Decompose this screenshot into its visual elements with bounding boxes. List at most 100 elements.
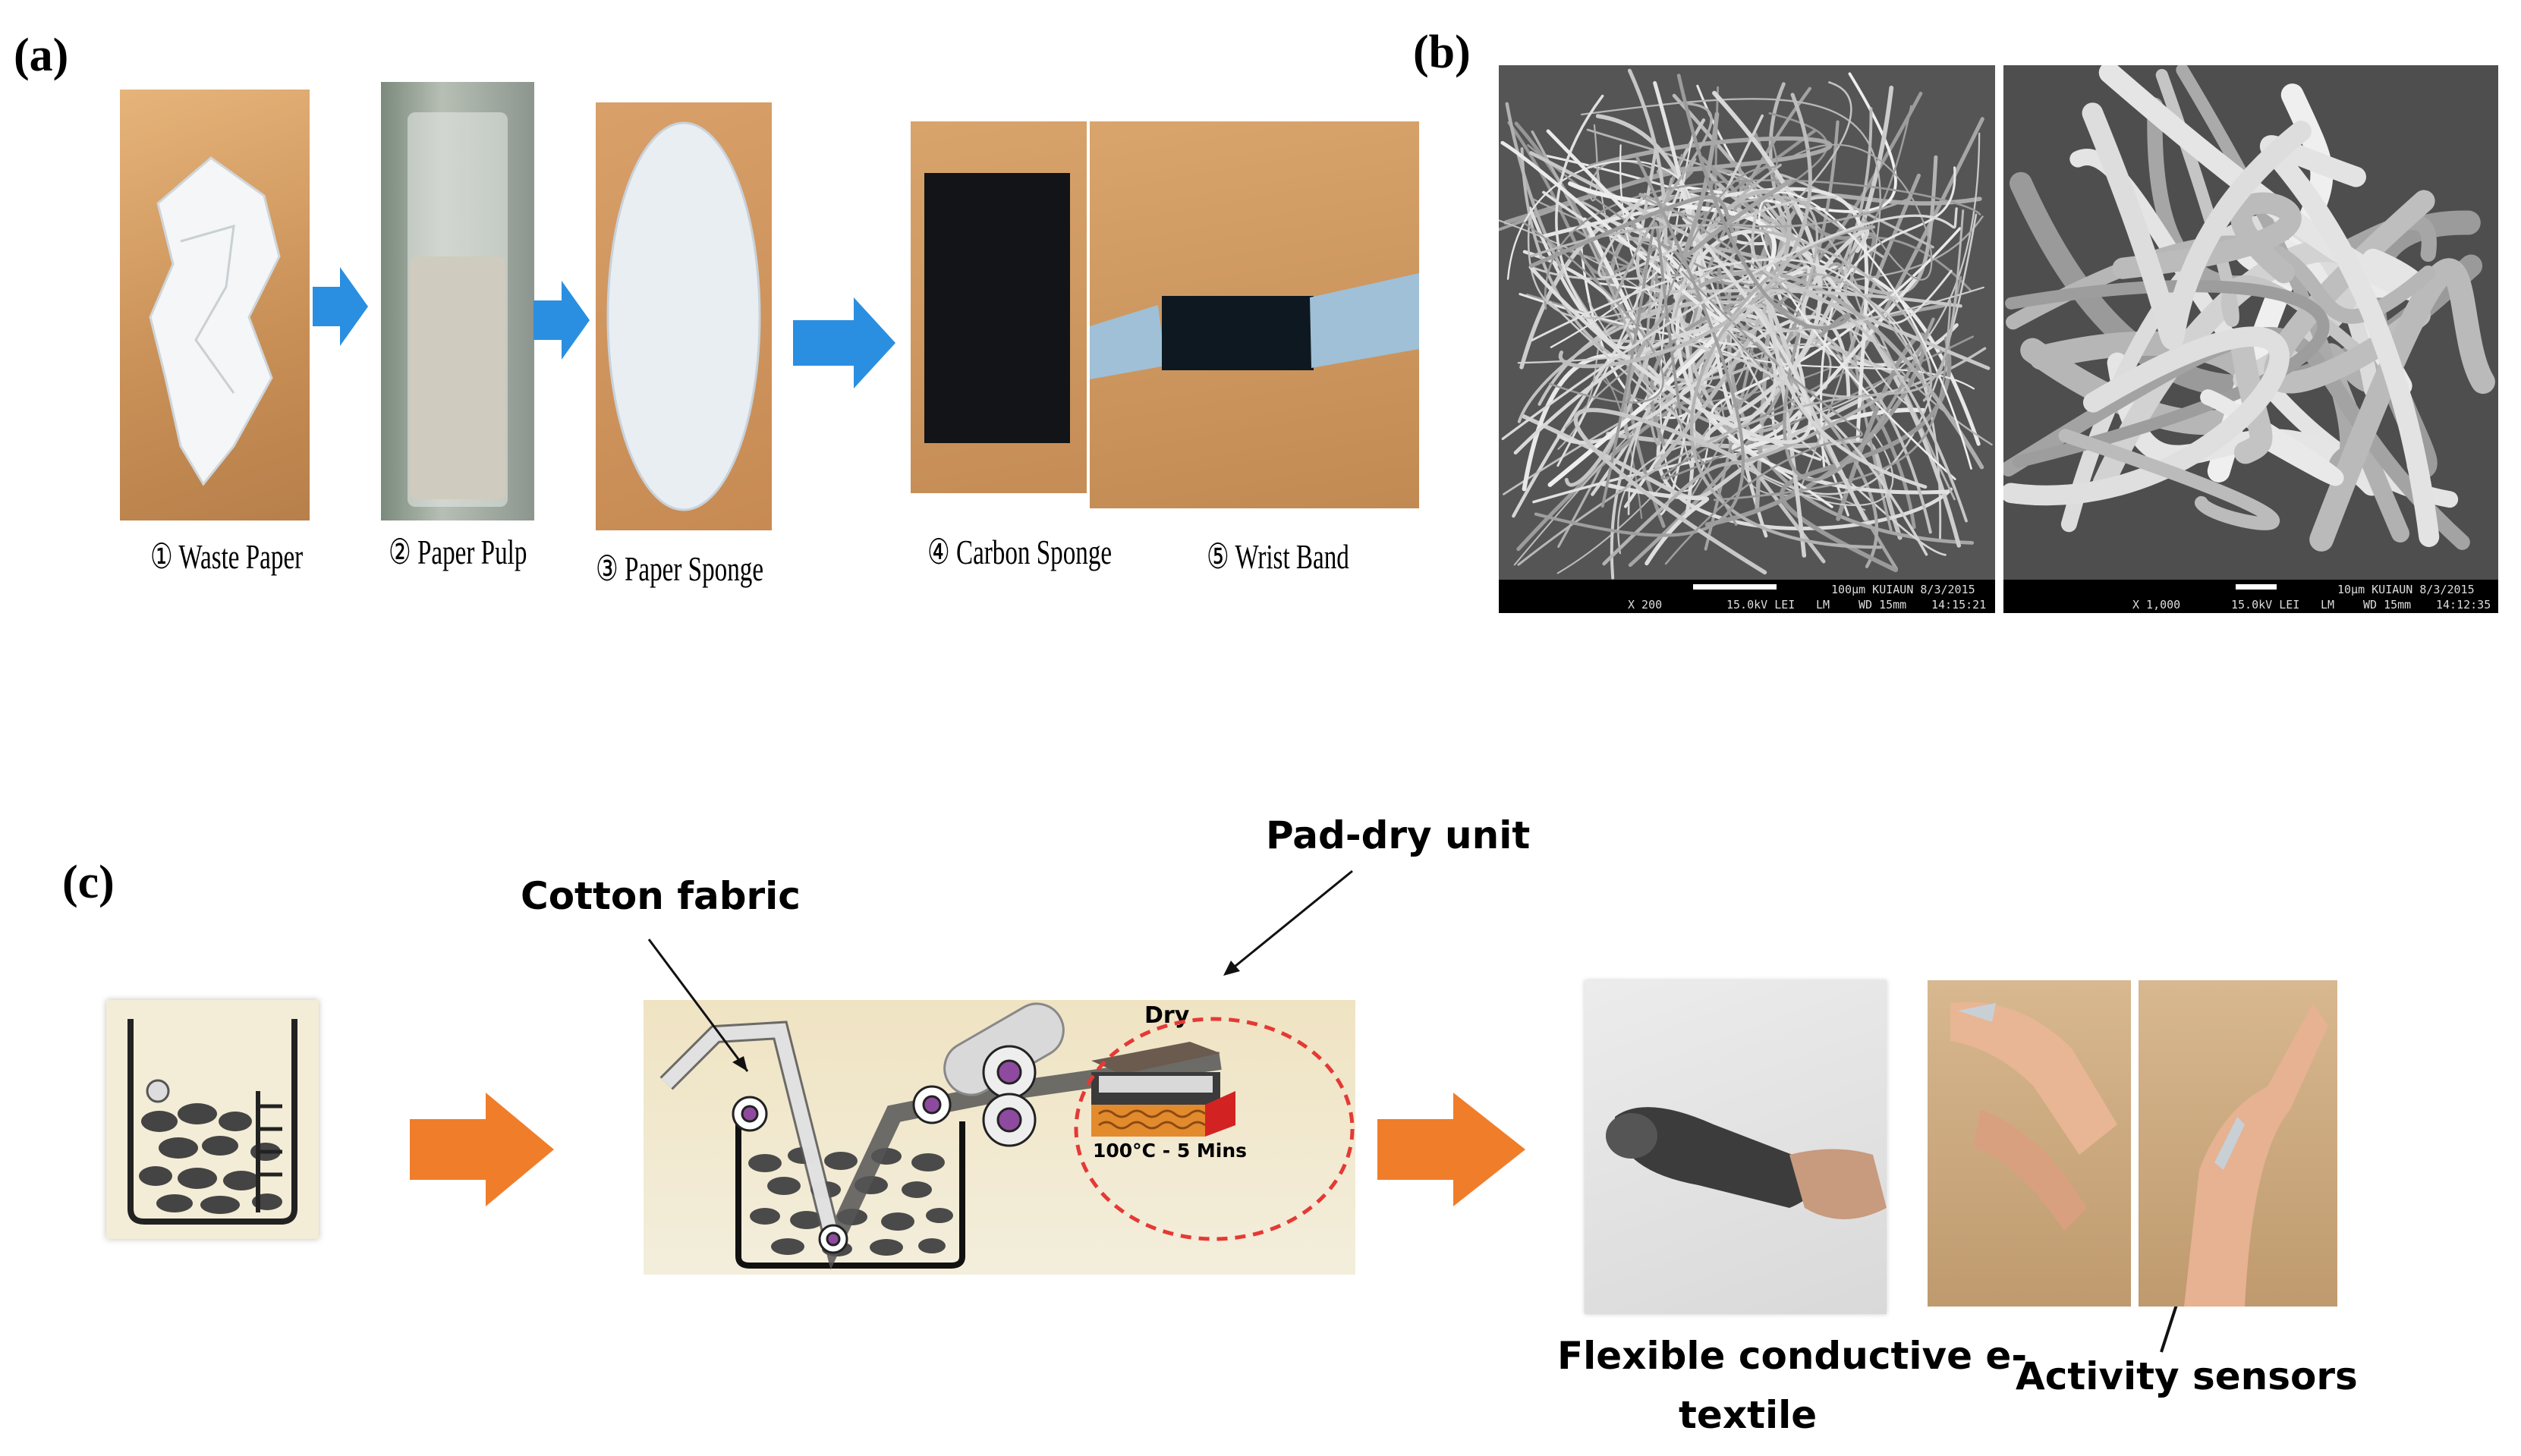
sem-fiber xyxy=(1718,273,1952,379)
sem-right-time: 14:12:35 xyxy=(2436,598,2491,612)
sem-fiber xyxy=(1522,206,1635,350)
step-2-caption: ② Paper Pulp xyxy=(389,531,527,572)
wrist-band-shape xyxy=(1090,273,1419,379)
sem-fiber xyxy=(1517,209,1965,566)
bent-arm-shape-1 xyxy=(1950,1002,2117,1231)
step-2-label: Paper Pulp xyxy=(417,533,527,571)
sem-fiber xyxy=(1532,198,1770,505)
step-1-number: ① xyxy=(150,537,173,576)
paper-sponge-photo xyxy=(596,102,772,530)
beaker-icon xyxy=(127,1019,297,1225)
bent-arm-shape-2 xyxy=(2184,1003,2328,1307)
panel-label-a: (a) xyxy=(14,30,69,81)
sem-fiber xyxy=(1635,145,1962,308)
sem-fiber xyxy=(1534,155,1745,537)
sem-right-kv: 15.0kV LEI xyxy=(2231,598,2300,612)
sem-fiber xyxy=(1501,207,1958,440)
sem-fiber xyxy=(1597,193,1838,279)
sem-fiber xyxy=(2003,326,2290,506)
sem-right-scale: 10μm KUIAUN 8/3/2015 xyxy=(2337,583,2475,596)
sem-right-mode: LM xyxy=(2321,598,2335,612)
sem-fiber xyxy=(1600,222,1682,508)
step-5-caption: ⑤ Wrist Band xyxy=(1207,536,1349,577)
carbon-sponge-photo xyxy=(911,121,1087,493)
step-4-label: Carbon Sponge xyxy=(955,533,1113,571)
step-3-caption: ③ Paper Sponge xyxy=(596,548,763,589)
sem-fiber xyxy=(1656,382,1953,530)
sem-fiber xyxy=(2200,389,2344,486)
sem-fiber xyxy=(1689,86,1840,410)
sem-fiber xyxy=(1558,93,1812,369)
blue-arrow-1 xyxy=(313,267,368,346)
sponge-disc-shape xyxy=(606,121,761,511)
sem-fiber xyxy=(1751,209,1968,523)
sem-scale-bar-left xyxy=(1693,584,1777,590)
activity-sensor-photo-1 xyxy=(1928,980,2131,1307)
step-3-number: ③ xyxy=(596,549,618,588)
pad-dry-machine-box: Dry 100°C - 5 Mins xyxy=(644,1000,1355,1275)
panel-label-b: (b) xyxy=(1413,27,1471,78)
sem-fiber xyxy=(1676,74,1851,338)
sem-fiber xyxy=(1744,303,1928,489)
sem-fiber xyxy=(1783,317,1935,482)
orange-arrow-1 xyxy=(410,1093,554,1206)
dispersion-beaker-box xyxy=(106,1000,319,1239)
sem-fiber xyxy=(1704,332,1928,527)
sem-fiber xyxy=(2230,333,2273,464)
sem-left-mag: X 200 xyxy=(1628,598,1663,612)
sem-right-mag: X 1,000 xyxy=(2132,598,2181,612)
sem-fiber xyxy=(1544,179,1981,310)
sem-image-low-mag: 100μm KUIAUN 8/3/2015 X 200 15.0kV LEI L… xyxy=(1499,65,1995,613)
sem-left-kv: 15.0kV LEI xyxy=(1726,598,1796,612)
cotton-fabric-callout: Cotton fabric xyxy=(521,874,801,918)
sem-info-bar-right: 10μm KUIAUN 8/3/2015 X 1,000 15.0kV LEI … xyxy=(2003,580,2498,613)
sem-fiber xyxy=(1573,407,1767,575)
pad-dry-illustration xyxy=(659,1002,1235,1270)
sem-fiber xyxy=(2112,192,2302,284)
sem-left-mode: LM xyxy=(1816,598,1830,612)
sem-fiber xyxy=(1786,143,1933,281)
sem-fiber xyxy=(1515,216,1664,404)
pad-dry-unit-callout: Pad-dry unit xyxy=(1266,813,1531,857)
paper-pulp-photo xyxy=(381,82,534,520)
sem-fiber xyxy=(1664,270,1863,565)
temperature-label: 100°C - 5 Mins xyxy=(1093,1140,1248,1162)
sem-fiber xyxy=(1621,155,1938,296)
sem-right-wd: WD 15mm xyxy=(2363,598,2412,612)
pulp-beaker-shape xyxy=(408,112,508,507)
sem-fiber xyxy=(1660,137,1778,313)
step-4-number: ④ xyxy=(927,533,950,571)
crumpled-paper-shape xyxy=(149,156,281,486)
sem-info-bar-left: 100μm KUIAUN 8/3/2015 X 200 15.0kV LEI L… xyxy=(1499,580,1995,613)
sem-fiber xyxy=(1564,68,1668,487)
step-3-label: Paper Sponge xyxy=(624,549,764,588)
sem-left-wd: WD 15mm xyxy=(1858,598,1907,612)
sem-fiber xyxy=(1534,239,1885,423)
etextile-caption-line-1: Flexible conductive e- xyxy=(1557,1334,2028,1378)
wrist-band-photo xyxy=(1090,121,1419,508)
sem-fiber xyxy=(1528,216,1812,445)
blue-arrow-2 xyxy=(533,281,590,360)
carbon-block-shape xyxy=(924,173,1070,443)
panel-label-c: (c) xyxy=(62,857,115,908)
sem-fiber xyxy=(2058,429,2280,530)
activity-sensors-caption: Activity sensors xyxy=(2016,1354,2358,1398)
sem-left-time: 14:15:21 xyxy=(1931,598,1987,612)
sem-scale-bar-right xyxy=(2236,584,2277,590)
step-5-number: ⑤ xyxy=(1207,537,1229,576)
step-1-label: Waste Paper xyxy=(178,537,304,576)
blue-arrow-3 xyxy=(793,297,895,388)
sem-fiber xyxy=(1600,482,1710,566)
rolled-fabric-shape xyxy=(1606,1107,1887,1219)
sem-fiber xyxy=(1670,114,1928,556)
waste-paper-photo xyxy=(120,90,310,520)
sem-fiber xyxy=(1606,431,1903,540)
sem-fiber xyxy=(1820,166,1956,467)
step-2-number: ② xyxy=(389,533,411,571)
step-1-caption: ① Waste Paper xyxy=(150,536,303,577)
sem-fiber xyxy=(2082,102,2312,350)
step-5-label: Wrist Band xyxy=(1235,537,1349,576)
sem-fiber xyxy=(1774,173,1934,259)
sem-fibers-coarse xyxy=(2003,65,2495,552)
sem-fiber xyxy=(1672,82,1824,286)
